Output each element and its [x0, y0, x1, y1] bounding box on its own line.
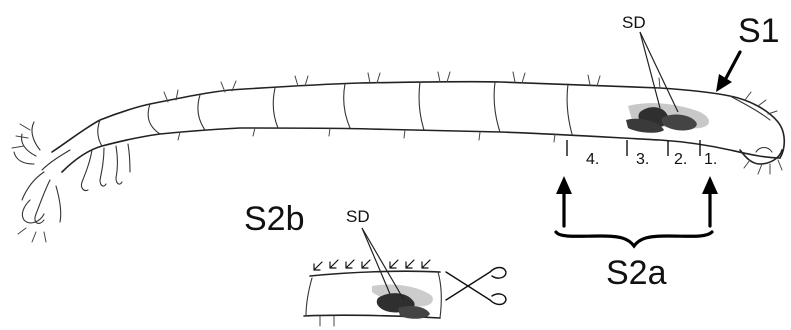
- segment-label-2: 2.: [674, 151, 687, 168]
- sd-label-inset: SD: [346, 207, 370, 226]
- s2a-brace: [556, 232, 712, 246]
- sd-label-main: SD: [622, 13, 646, 32]
- salivary-gland-main: [626, 103, 709, 133]
- s1-arrow: [716, 52, 740, 92]
- segment-label-4: 4.: [586, 151, 599, 168]
- inset-cut-arrows: [314, 260, 430, 270]
- larva-body: [12, 72, 784, 242]
- s1-label: S1: [738, 12, 780, 50]
- inset-larva-fragment: [304, 271, 441, 326]
- s2a-label: S2a: [606, 254, 667, 292]
- s2b-label: S2b: [244, 200, 305, 238]
- sd-pointer-main: [640, 32, 678, 112]
- s2a-arrows: [556, 176, 718, 226]
- segment-label-3: 3.: [636, 151, 649, 168]
- scissors-icon: [446, 268, 506, 305]
- segment-label-1: 1.: [704, 151, 717, 168]
